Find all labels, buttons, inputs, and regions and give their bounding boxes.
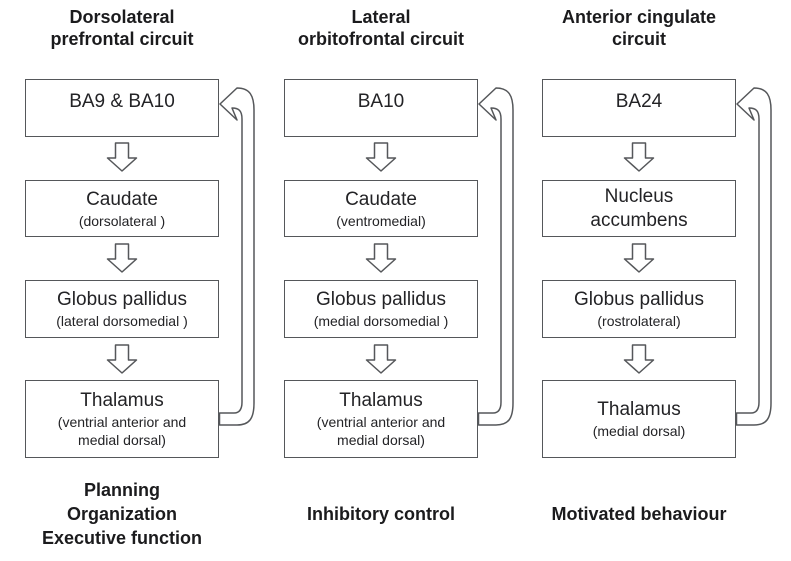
function-label-motivated: Motivated behaviour bbox=[551, 504, 727, 524]
down-arrow-icon bbox=[365, 344, 397, 374]
down-arrow-icon bbox=[623, 243, 655, 273]
node-caudate-dorsolateral: Caudate (dorsolateral ) bbox=[25, 180, 219, 237]
node-caudate-ventromedial: Caudate (ventromedial) bbox=[284, 180, 478, 237]
node-sublabel: (medial dorsal) bbox=[592, 423, 686, 439]
node-label: BA10 bbox=[357, 91, 405, 112]
node-globus-pallidus-lateral: Globus pallidus (lateral dorsomedial ) bbox=[25, 280, 219, 338]
node-thalamus-dorsolateral: Thalamus (ventrial anterior and medial d… bbox=[25, 380, 219, 458]
node-thalamus-orbitofrontal: Thalamus (ventrial anterior and medial d… bbox=[284, 380, 478, 458]
node-label: Globus pallidus bbox=[574, 289, 704, 310]
node-label: Globus pallidus bbox=[316, 289, 446, 310]
node-label: BA9 & BA10 bbox=[69, 91, 175, 112]
column-title-dorsolateral-prefrontal: Dorsolateral prefrontal circuit bbox=[50, 7, 194, 49]
node-sublabel: (ventromedial) bbox=[336, 212, 426, 229]
node-sublabel: (dorsolateral ) bbox=[78, 212, 166, 229]
node-nucleus-accumbens: Nucleus accumbens bbox=[542, 180, 736, 237]
node-label: Thalamus bbox=[597, 399, 681, 420]
node-sublabel: (ventrial anterior and medial dorsal) bbox=[316, 414, 446, 448]
node-label: Thalamus bbox=[339, 390, 423, 411]
node-label: Globus pallidus bbox=[57, 289, 187, 310]
node-thalamus-medial-dorsal: Thalamus (medial dorsal) bbox=[542, 380, 736, 458]
column-title-lateral-orbitofrontal: Lateral orbitofrontal circuit bbox=[298, 7, 464, 49]
down-arrow-icon bbox=[365, 142, 397, 172]
down-arrow-icon bbox=[106, 142, 138, 172]
node-sublabel: (ventrial anterior and medial dorsal) bbox=[57, 414, 187, 448]
down-arrow-icon bbox=[365, 243, 397, 273]
node-label: Caudate bbox=[86, 188, 158, 210]
node-ba10: BA10 bbox=[284, 79, 478, 137]
function-label-executive: Planning Organization Executive function bbox=[41, 480, 203, 548]
node-label: Nucleus accumbens bbox=[590, 185, 688, 231]
feedback-arrow-icon bbox=[218, 87, 255, 426]
node-sublabel: (rostrolateral) bbox=[597, 313, 681, 329]
feedback-arrow-icon bbox=[735, 87, 772, 426]
column-title-anterior-cingulate: Anterior cingulate circuit bbox=[561, 7, 717, 49]
node-globus-pallidus-medial: Globus pallidus (medial dorsomedial ) bbox=[284, 280, 478, 338]
node-label: Caudate bbox=[345, 188, 417, 210]
node-globus-pallidus-rostrolateral: Globus pallidus (rostrolateral) bbox=[542, 280, 736, 338]
down-arrow-icon bbox=[106, 344, 138, 374]
node-label: BA24 bbox=[615, 91, 663, 112]
node-sublabel: (medial dorsomedial ) bbox=[313, 313, 449, 329]
down-arrow-icon bbox=[106, 243, 138, 273]
feedback-arrow-icon bbox=[477, 87, 514, 426]
function-label-inhibitory: Inhibitory control bbox=[307, 504, 455, 524]
node-ba9-ba10: BA9 & BA10 bbox=[25, 79, 219, 137]
node-sublabel: (lateral dorsomedial ) bbox=[56, 313, 188, 329]
down-arrow-icon bbox=[623, 344, 655, 374]
down-arrow-icon bbox=[623, 142, 655, 172]
node-label: Thalamus bbox=[80, 390, 164, 411]
node-ba24: BA24 bbox=[542, 79, 736, 137]
